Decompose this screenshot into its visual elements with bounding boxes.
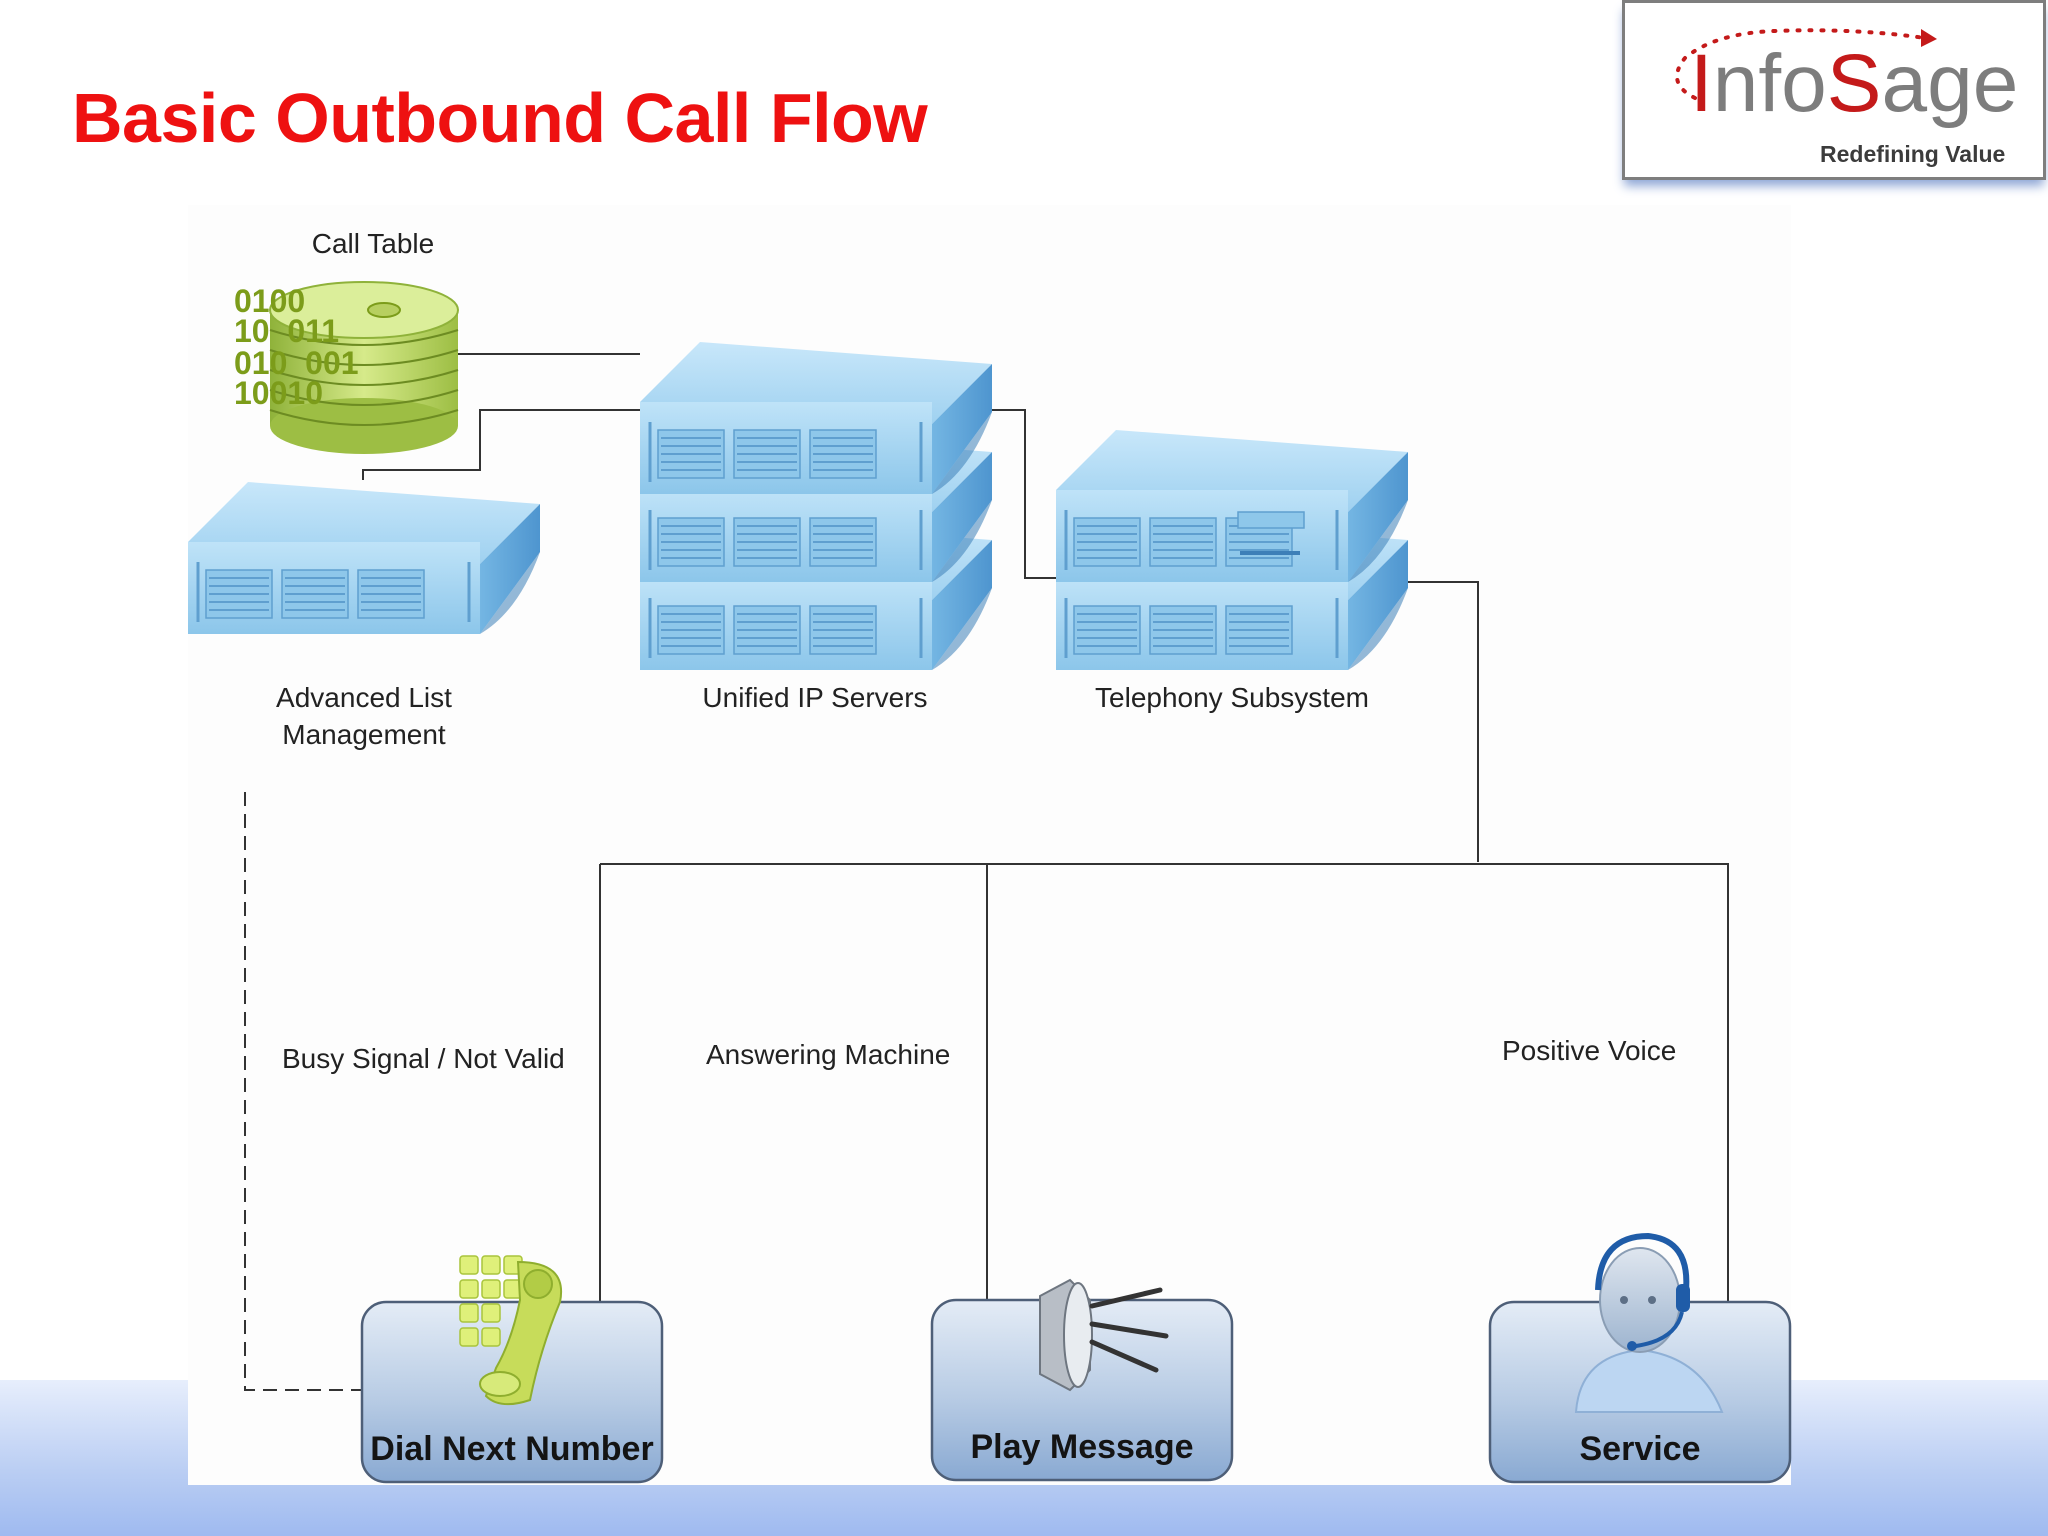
logo-tagline: Redefining Value bbox=[1820, 141, 2006, 167]
branch-label-voice: Positive Voice bbox=[1502, 1035, 1676, 1066]
list-management-label-line1: Advanced List bbox=[276, 682, 452, 713]
company-logo: InfoSage Redefining Value bbox=[1622, 0, 2046, 180]
server-icon bbox=[188, 482, 540, 634]
dial-next-number-label: Dial Next Number bbox=[370, 1430, 653, 1468]
server-stack-icon bbox=[640, 342, 992, 670]
database-icon: 0100 10 011 010 001 10010 bbox=[234, 281, 459, 454]
binary-line-4: 10010 bbox=[234, 375, 323, 411]
call-table-node: 0100 10 011 010 001 10010 Call Table bbox=[234, 228, 459, 454]
service-box: Service bbox=[1488, 1232, 1792, 1484]
ip-servers-node: Unified IP Servers bbox=[640, 342, 992, 713]
play-message-box: Play Message bbox=[930, 1278, 1234, 1482]
branch-label-busy: Busy Signal / Not Valid bbox=[282, 1043, 565, 1074]
binary-line-1: 0100 bbox=[234, 283, 305, 319]
telephony-node: Telephony Subsystem bbox=[1056, 430, 1408, 713]
binary-line-3: 010 001 bbox=[234, 345, 359, 381]
logo-wordmark: InfoSage bbox=[1690, 38, 2019, 129]
service-label: Service bbox=[1580, 1430, 1701, 1468]
list-management-label-line2: Management bbox=[282, 719, 446, 750]
list-management-node: Advanced List Management bbox=[188, 482, 540, 750]
connector-lines bbox=[244, 353, 1729, 1391]
ip-servers-label: Unified IP Servers bbox=[702, 682, 927, 713]
telephony-server-icon bbox=[1056, 430, 1408, 670]
speaker-icon bbox=[1039, 1278, 1169, 1392]
play-message-label: Play Message bbox=[970, 1428, 1193, 1466]
dial-next-number-box: Dial Next Number bbox=[360, 1255, 664, 1484]
call-table-label: Call Table bbox=[312, 228, 434, 259]
slide-title: Basic Outbound Call Flow bbox=[72, 79, 928, 157]
branch-label-machine: Answering Machine bbox=[706, 1039, 950, 1070]
logo-swoosh-icon bbox=[1675, 28, 1937, 100]
telephony-label: Telephony Subsystem bbox=[1095, 682, 1369, 713]
binary-line-2: 10 011 bbox=[234, 313, 339, 349]
agent-headset-icon bbox=[1574, 1232, 1724, 1413]
phone-icon bbox=[459, 1255, 563, 1406]
